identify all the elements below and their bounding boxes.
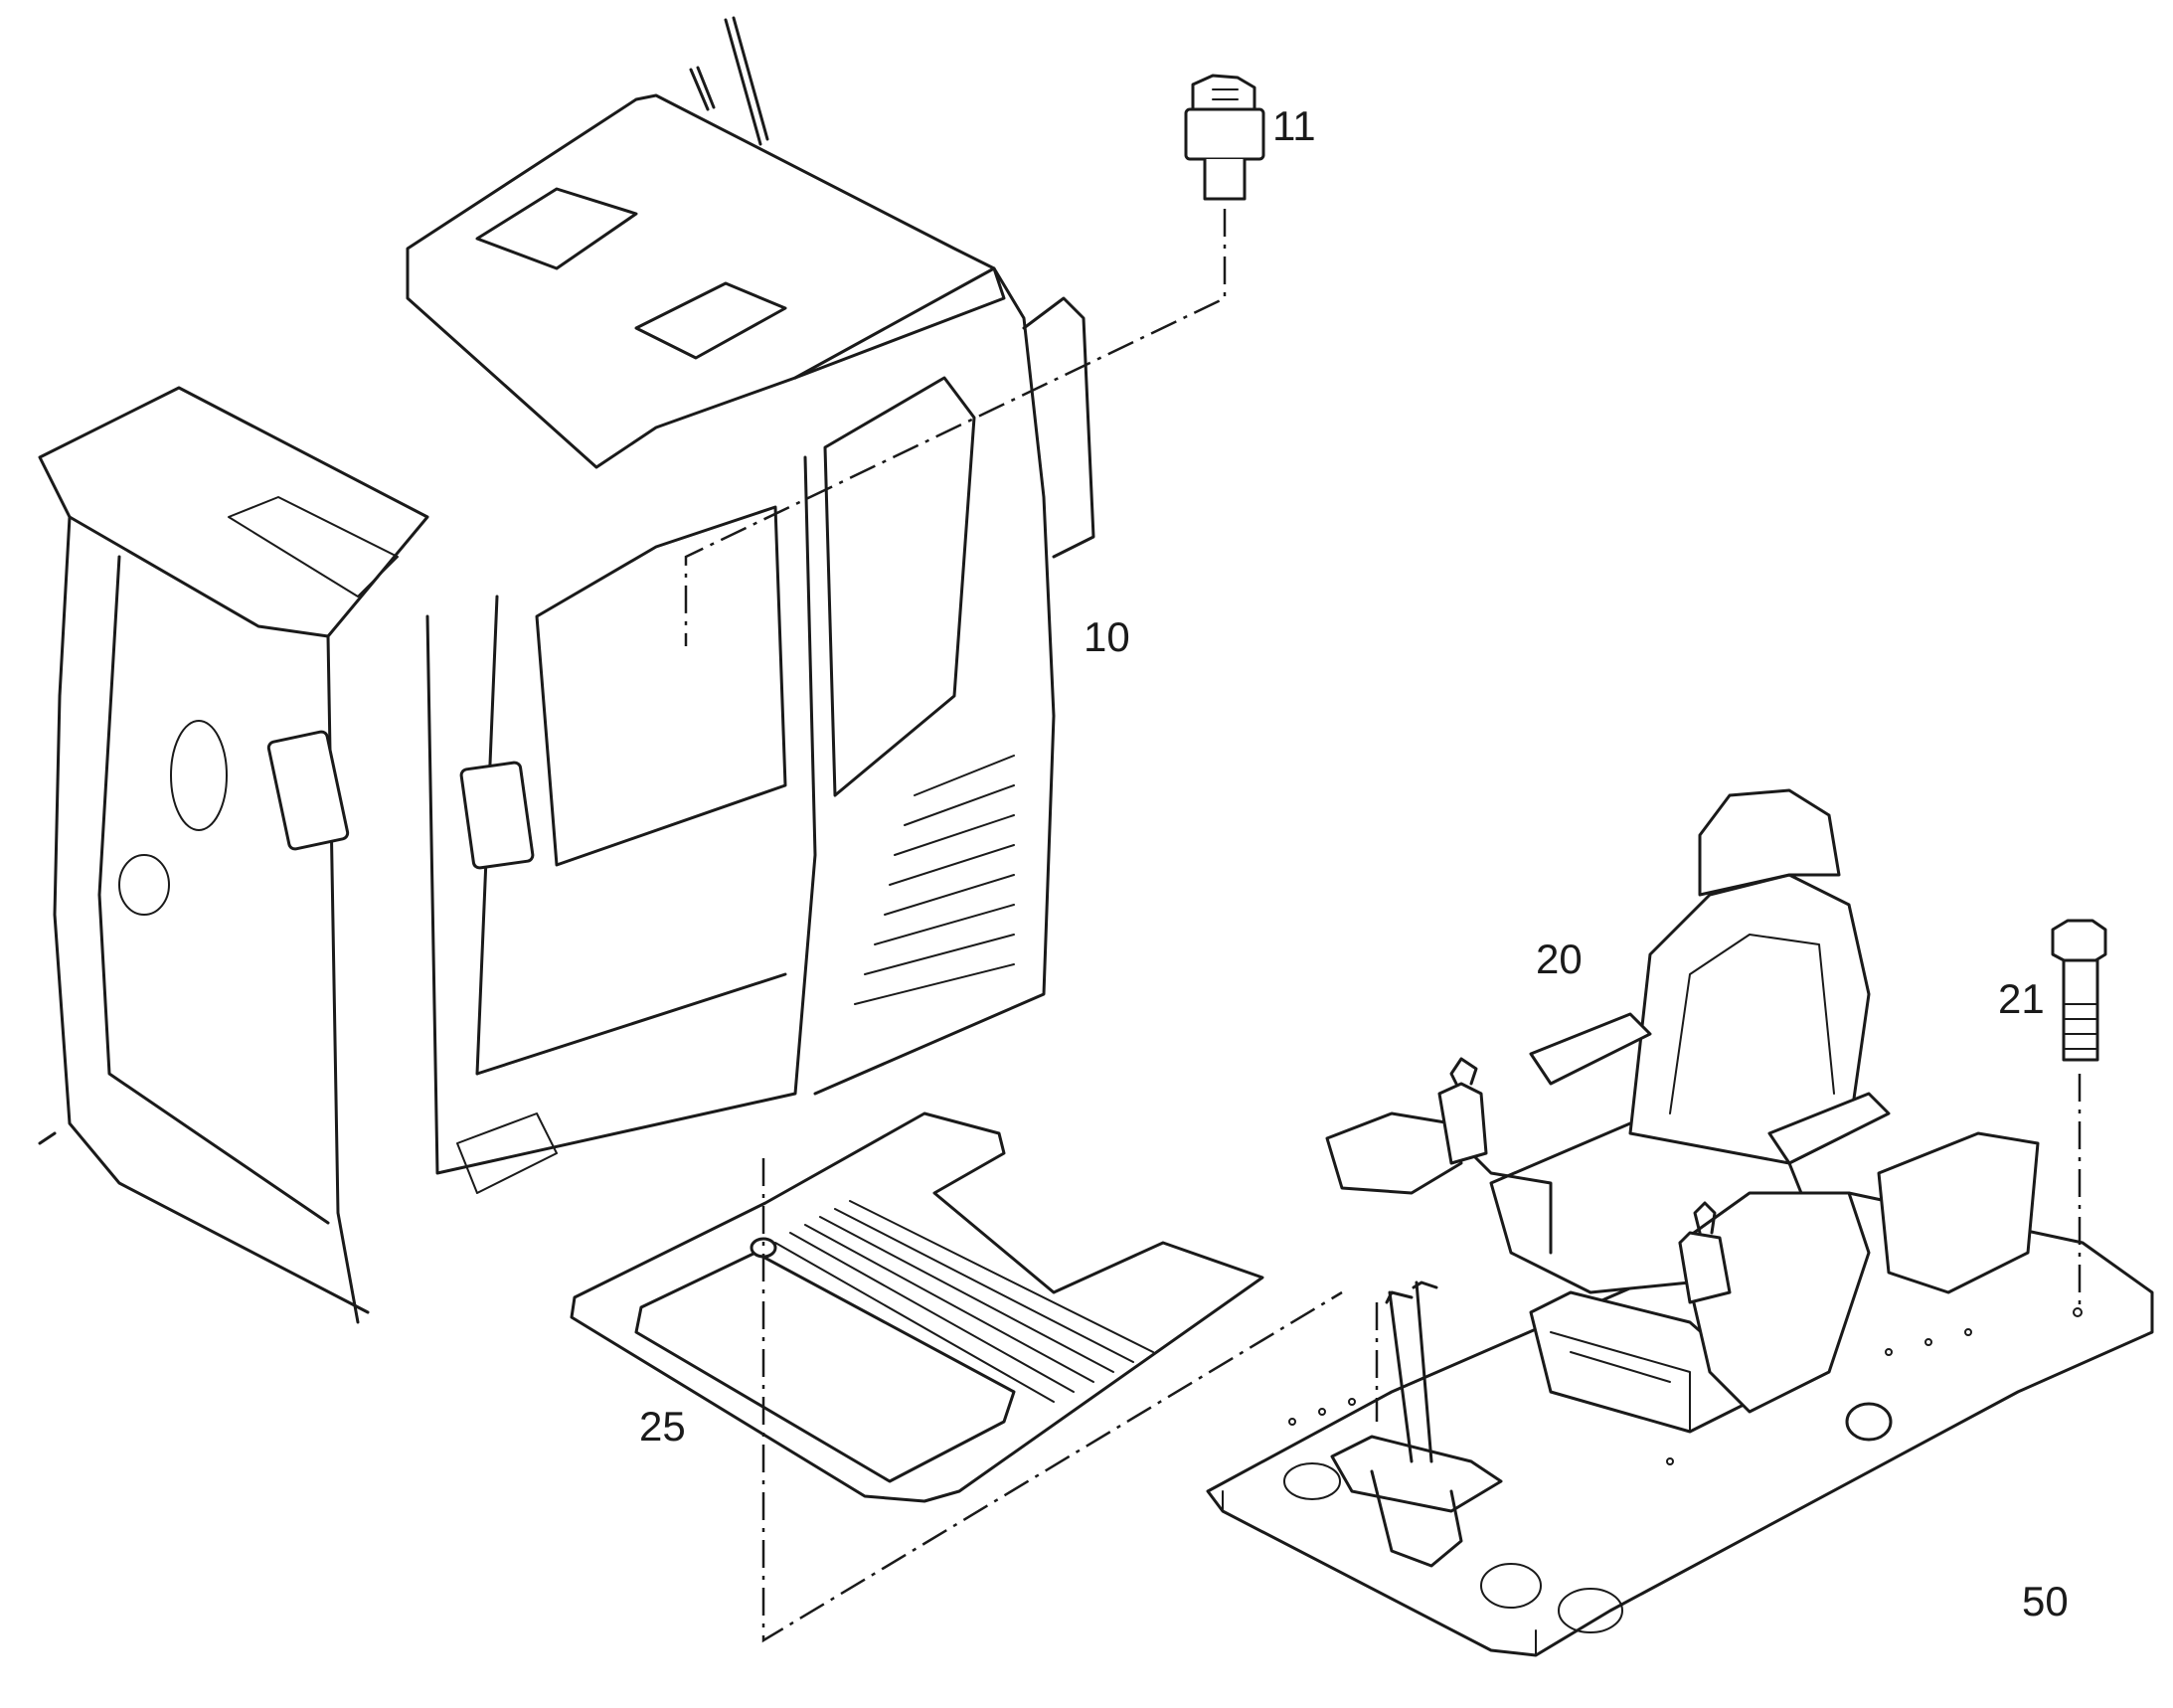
callout-21: 21 [1998, 975, 2045, 1022]
assembly-centerlines [684, 209, 2082, 1643]
floor-mat-drawing [570, 1111, 1264, 1503]
operator-seat-drawing [1325, 788, 2040, 1442]
callout-11: 11 [1272, 102, 1316, 149]
callout-10: 10 [1084, 613, 1130, 660]
operator-cab-drawing [38, 16, 1095, 1324]
callout-20: 20 [1536, 936, 1583, 982]
callout-25: 25 [639, 1403, 686, 1450]
callout-50: 50 [2022, 1578, 2069, 1624]
seat-bolt-drawing [2051, 919, 2107, 1062]
cab-bolt-drawing [1184, 74, 1265, 201]
